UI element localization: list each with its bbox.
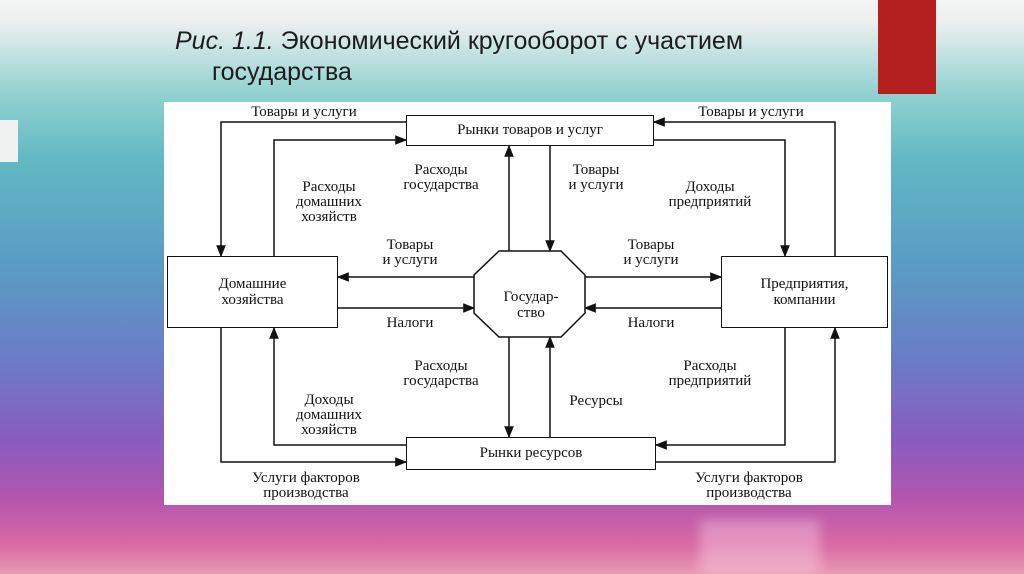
red-accent-block xyxy=(878,0,936,94)
label-factor-services-right: Услуги факторов производства xyxy=(695,470,803,501)
label-hh-income: Доходы домашних хозяйств xyxy=(296,392,362,438)
label-firm-revenue: Доходы предприятий xyxy=(668,179,752,210)
figure-number: Рис. 1.1. xyxy=(175,27,274,55)
side-tab xyxy=(0,120,18,162)
label-factor-services-left: Услуги факторов производства xyxy=(252,470,360,501)
label-goods-right-top: Товары и услуги xyxy=(698,104,804,120)
arrow-hh-income xyxy=(269,326,406,446)
label-gov-expenses-top: Расходы государства xyxy=(403,162,479,193)
arrow-goods-to-households-outer xyxy=(216,121,406,258)
title-line-2: государства xyxy=(212,58,352,87)
arrow-firm-revenue xyxy=(654,139,790,258)
arrow-factor-services-left xyxy=(220,328,408,467)
label-taxes-right: Налоги xyxy=(627,315,675,331)
label-resources: Ресурсы xyxy=(569,393,623,409)
node-households: Домашние хозяйства xyxy=(167,256,338,328)
label-taxes-left: Налоги xyxy=(386,315,434,331)
title-line-1: Экономический кругооборот с участием xyxy=(280,27,744,55)
arrow-factor-services-right xyxy=(656,326,840,463)
slide-title: Рис. 1.1. Экономический кругооборот с уч… xyxy=(175,26,875,89)
circular-flow-diagram: Рынки товаров и услуг Домашние хозяйства… xyxy=(164,102,891,505)
label-goods-left-top: Товары и услуги xyxy=(251,104,357,120)
label-gov-expenses-bottom: Расходы государства xyxy=(403,358,479,389)
arrow-firm-expenses xyxy=(654,328,786,450)
government-octagon xyxy=(473,250,586,338)
node-firms: Предприятия, компании xyxy=(721,256,888,328)
label-goods-from-firms: Товары и услуги xyxy=(623,237,679,268)
label-goods-to-hh: Товары и услуги xyxy=(382,237,438,268)
background-glare xyxy=(700,520,820,574)
node-government: Государ- ство xyxy=(503,289,559,321)
node-goods-market: Рынки товаров и услуг xyxy=(406,115,654,146)
diagram-arrows xyxy=(216,117,840,467)
node-resource-market: Рынки ресурсов xyxy=(406,437,656,470)
arrow-firms-to-goods-outer xyxy=(652,117,836,256)
arrow-hh-expenses xyxy=(273,135,408,256)
label-firm-expenses: Расходы предприятий xyxy=(668,358,752,389)
label-goods-to-gov: Товары и услуги xyxy=(568,162,624,193)
label-hh-expenses: Расходы домашних хозяйств xyxy=(296,179,362,225)
